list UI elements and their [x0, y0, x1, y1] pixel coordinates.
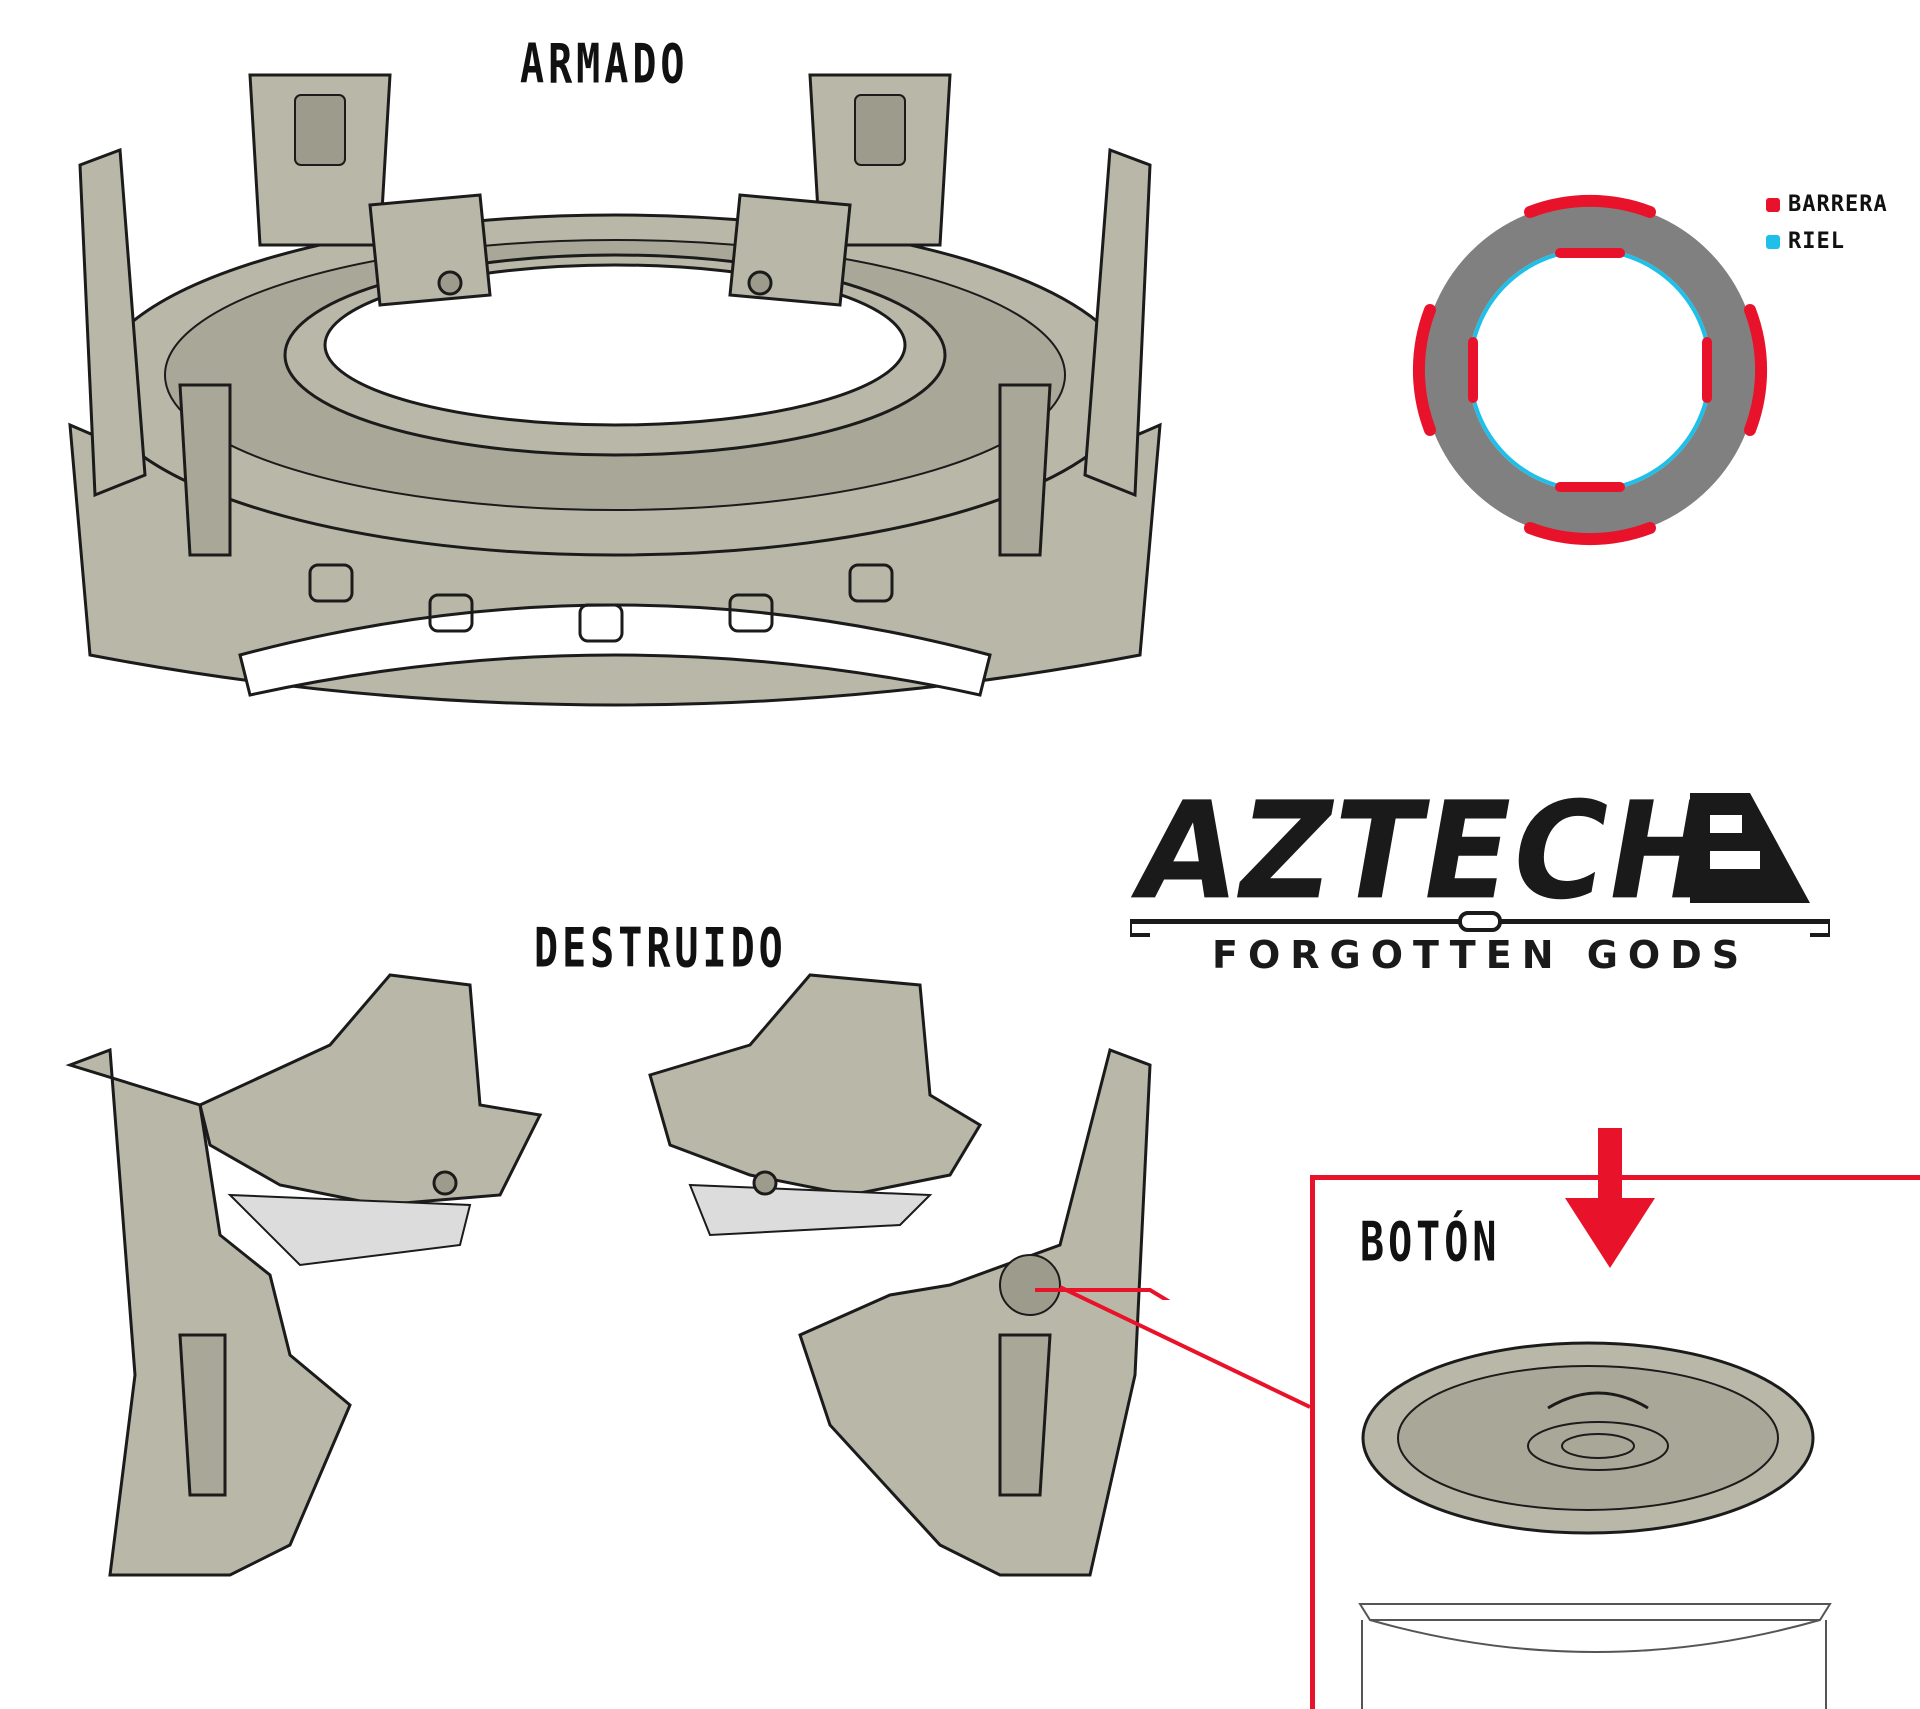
rail-swatch [1766, 234, 1780, 249]
barrier-swatch [1766, 197, 1780, 212]
assembled-arena-sketch [50, 55, 1180, 735]
callout-pointer-line [1060, 1285, 1311, 1409]
pressure-plate-top-view [1361, 1341, 1815, 1535]
logo-subtitle: FORGOTTEN GODS [1212, 933, 1750, 977]
legend: BARRERA RIEL [1766, 192, 1888, 254]
label-destroyed: DESTRUIDO [534, 918, 787, 981]
callout-line [1035, 1288, 1171, 1300]
legend-label-rail: RIEL [1788, 229, 1845, 254]
logo-title: AZTECH [1124, 773, 1732, 930]
arrow-down-icon [1565, 1128, 1655, 1268]
legend-label-barrier: BARRERA [1788, 192, 1888, 217]
game-logo: AZTECH FORGOTTEN GODS [1124, 773, 1830, 977]
label-button: BOTÓN [1360, 1212, 1501, 1275]
legend-item-barrier: BARRERA [1766, 192, 1888, 217]
logo-step-icon [1690, 793, 1810, 903]
pressure-plate-side-view [1358, 1603, 1832, 1709]
destroyed-arena-sketch [50, 955, 1180, 1595]
barrier-rail-ring-diagram [1400, 190, 1780, 550]
logo-divider [1130, 911, 1830, 937]
legend-item-rail: RIEL [1766, 229, 1888, 254]
label-assembled: ARMADO [520, 34, 689, 97]
